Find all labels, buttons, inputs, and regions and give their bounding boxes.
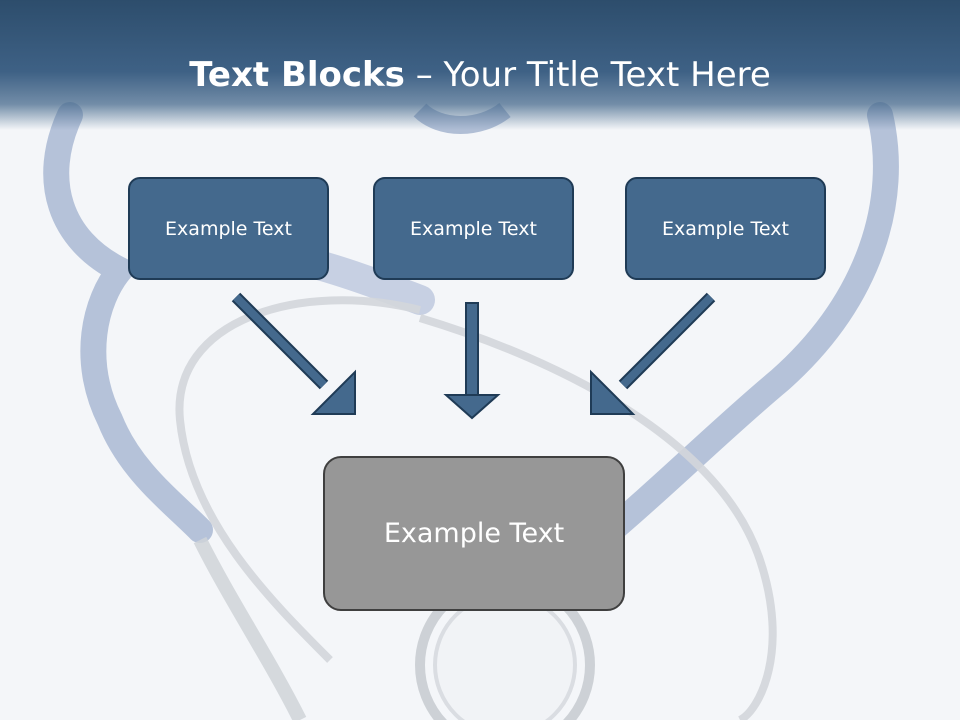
text-block-2: Example Text <box>373 177 574 280</box>
text-block-3: Example Text <box>625 177 826 280</box>
text-block-1: Example Text <box>128 177 329 280</box>
title-bar <box>0 0 960 130</box>
title-bold-part: Text Blocks <box>189 55 405 95</box>
slide-title: Text Blocks – Your Title Text Here <box>0 55 960 95</box>
title-regular-part: – Your Title Text Here <box>404 55 771 95</box>
center-text-block: Example Text <box>323 456 625 611</box>
